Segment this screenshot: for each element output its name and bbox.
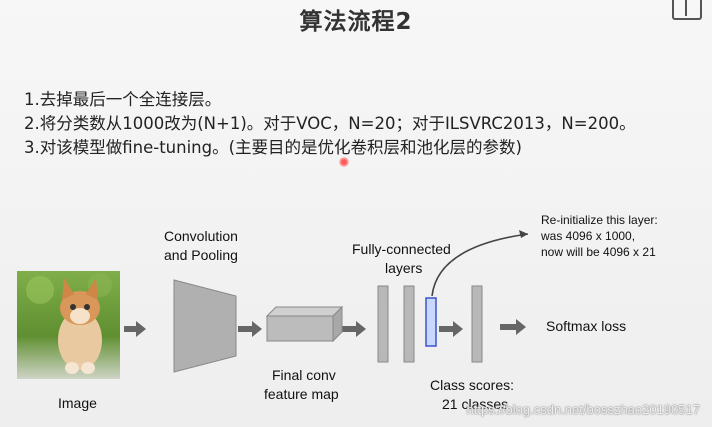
reinit-arrow	[431, 233, 529, 297]
image-label: Image	[58, 395, 97, 411]
bullet-list: 1.去掉最后一个全连接层。 2.将分类数从1000改为(N+1)。对于VOC，N…	[24, 88, 636, 160]
final-conv-line2: feature map	[264, 386, 339, 402]
fc-label-line1: Fully-connected	[352, 241, 451, 257]
fc-layer-reinit	[425, 297, 437, 347]
book-icon[interactable]	[672, 0, 702, 20]
bullet-item-1: 1.去掉最后一个全连接层。	[24, 90, 222, 109]
kitten-image	[17, 271, 120, 379]
class-scores-line1: Class scores:	[430, 377, 515, 393]
reinit-note-line1: Re-initialize this layer:	[541, 213, 658, 227]
fc-label-line2: layers	[385, 260, 423, 276]
fc-layer-2	[403, 285, 415, 363]
pointer-cursor	[339, 157, 349, 167]
convolution-block	[173, 279, 237, 373]
reinit-note-line2: was 4096 x 1000,	[541, 229, 636, 243]
conv-label-line1: Convolution	[164, 228, 238, 244]
slide-title: 算法流程2	[299, 9, 413, 35]
flow-arrows	[124, 319, 526, 337]
bullet-item-2: 2.将分类数从1000改为(N+1)。对于VOC，N=20；对于ILSVRC20…	[24, 114, 636, 133]
softmax-label: Softmax loss	[546, 318, 627, 334]
feature-map-box	[265, 305, 344, 343]
reinit-note-line3: now will be 4096 x 21	[541, 245, 656, 259]
watermark-text: https://blog.csdn.net/bosszhao20190517	[466, 402, 700, 417]
bullet-item-3: 3.对该模型做fine-tuning。(主要目的是优化卷积层和池化层的参数)	[24, 138, 522, 157]
class-scores-line2: 21 classes	[442, 396, 509, 412]
fc-layer-1	[377, 285, 389, 363]
conv-label-line2: and Pooling	[164, 247, 238, 263]
diagram-graphics	[17, 230, 529, 379]
reinit-arrowhead	[519, 230, 528, 238]
final-conv-line1: Final conv	[272, 367, 336, 383]
rcnn-diagram: Convolution and Pooling Fully-connected …	[0, 190, 712, 427]
class-scores-layer	[471, 285, 483, 363]
